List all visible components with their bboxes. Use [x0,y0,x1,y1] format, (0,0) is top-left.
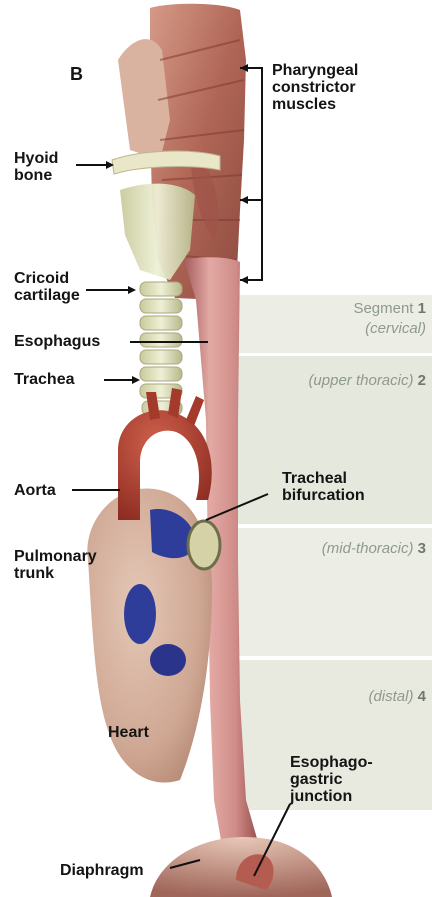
pharyngeal-constrictor-label: Pharyngeal constrictor muscles [272,62,358,113]
tracheal-bifurcation-label: Tracheal bifurcation [282,470,365,504]
segment-1-name: (cervical) [365,320,426,338]
diaphragm-label: Diaphragm [60,862,144,879]
segment-2-name: (upper thoracic) [308,372,413,389]
segment-word: Segment [353,300,413,317]
segment-3-label: (mid-thoracic) 3 [322,540,426,558]
pulmonary-trunk-label: Pulmonary trunk [14,548,97,582]
esophagogastric-junction-label: Esophago- gastric junction [290,754,373,805]
segment-1-name-text: (cervical) [365,320,426,337]
segment-4-name: (distal) [368,688,413,705]
heart-vessel-2 [150,644,186,676]
segment-1-number: 1 [418,300,426,317]
cricoid-cartilage-label: Cricoid cartilage [14,270,80,304]
segment-3-number: 3 [418,540,426,557]
hyoid-bone-label: Hyoid bone [14,150,58,184]
aorta-label: Aorta [14,482,56,499]
segment-1-label: Segment 1 [353,300,426,318]
heart-label: Heart [108,724,149,741]
segment-4-number: 4 [418,688,426,705]
heart-vessel-1 [124,584,156,644]
segment-2-number: 2 [418,372,426,389]
esophagus-label: Esophagus [14,333,100,350]
segment-3-name: (mid-thoracic) [322,540,414,557]
tracheal-bifurcation-ring [188,521,220,569]
trachea-label: Trachea [14,371,74,388]
segment-2-label: (upper thoracic) 2 [308,372,426,390]
segment-4-label: (distal) 4 [368,688,426,706]
panel-letter: B [70,64,83,85]
